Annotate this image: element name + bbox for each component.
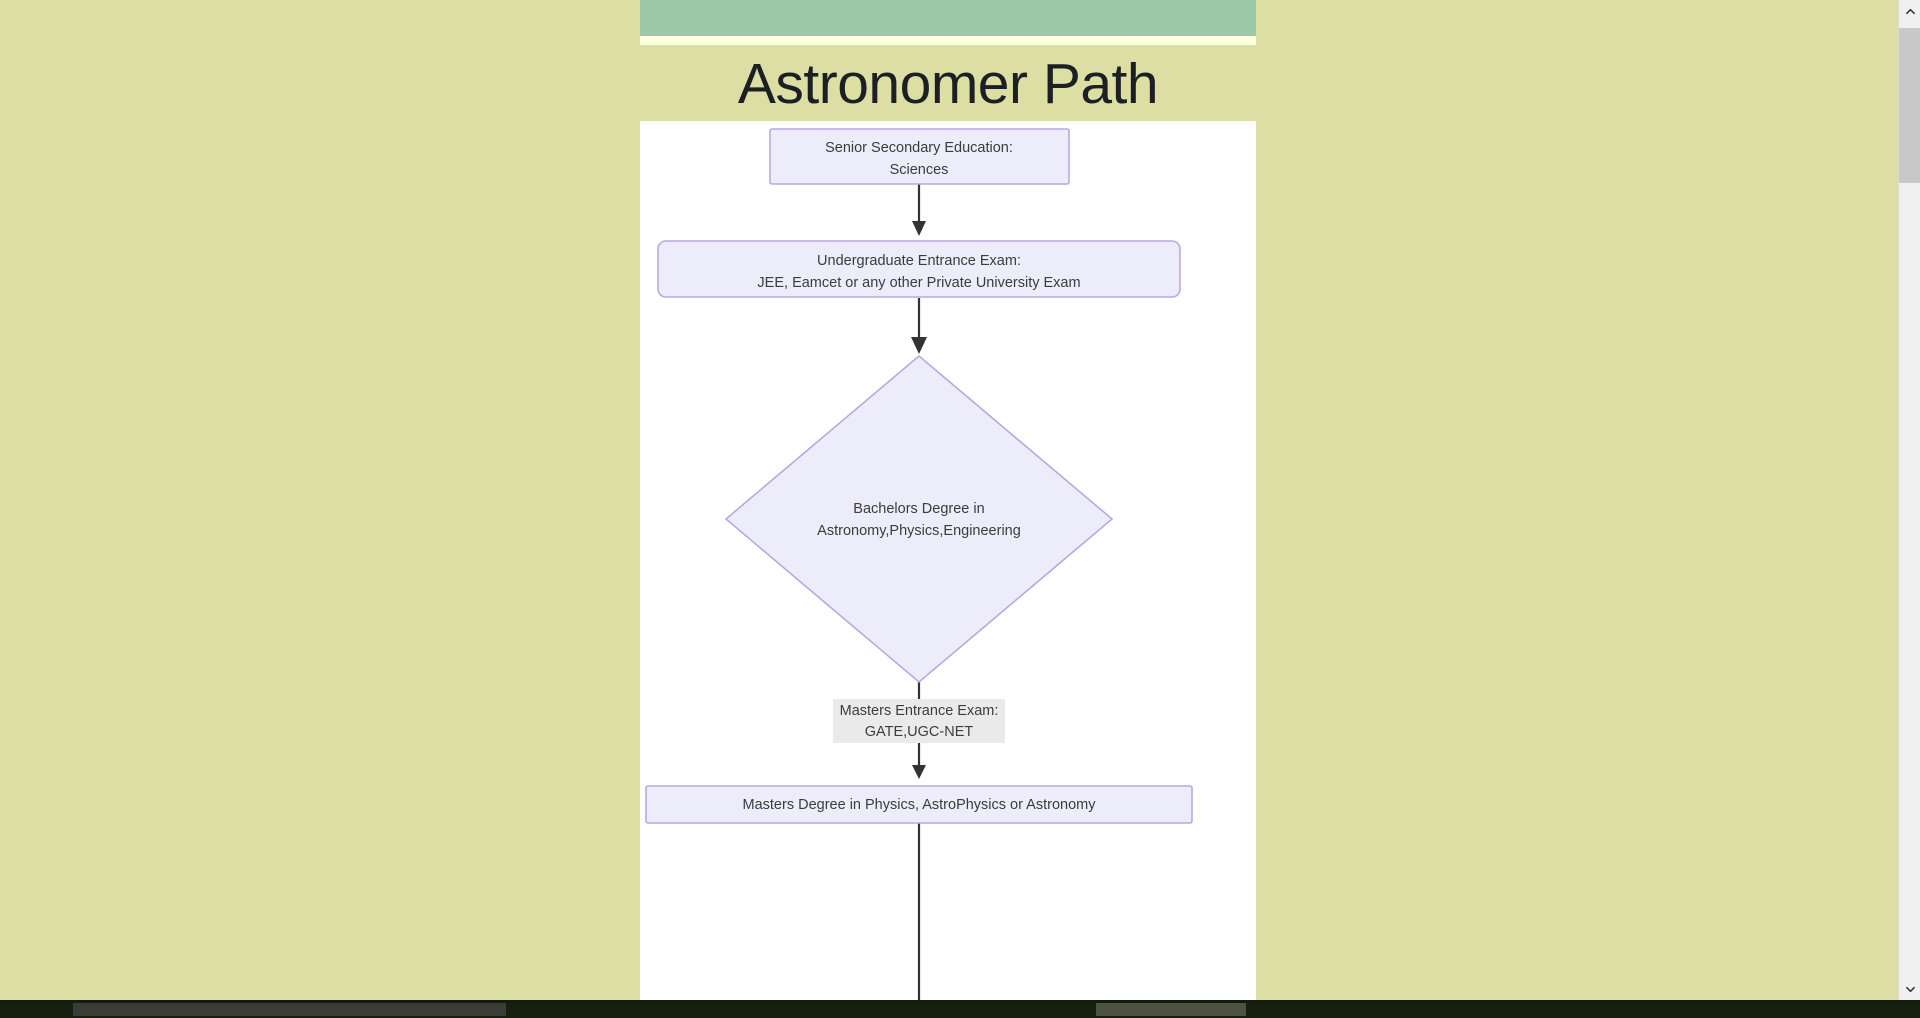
flowchart-canvas: Masters Entrance Exam: GATE,UGC-NET Seni… <box>640 121 1256 1000</box>
vertical-scrollbar-thumb[interactable] <box>1899 28 1920 183</box>
node-n1-line2: Sciences <box>890 162 949 178</box>
vertical-scrollbar[interactable] <box>1898 0 1920 1000</box>
document-column: Astronomer Path <box>640 0 1256 1000</box>
node-n3-line1: Bachelors Degree in <box>853 501 984 517</box>
horizontal-scrollbar-thumb-secondary[interactable] <box>1096 1003 1246 1016</box>
node-n4-line1: Masters Degree in Physics, AstroPhysics … <box>743 797 1097 813</box>
node-n1-line1: Senior Secondary Education: <box>825 140 1013 156</box>
edge-n2-n3 <box>911 298 927 354</box>
node-bachelors-degree[interactable]: Bachelors Degree in Astronomy,Physics,En… <box>724 354 1114 684</box>
node-masters-degree[interactable]: Masters Degree in Physics, AstroPhysics … <box>645 785 1193 824</box>
edge-label-line2: GATE,UGC-NET <box>865 724 974 740</box>
edge-label-line1: Masters Entrance Exam: <box>840 703 999 719</box>
node-undergraduate-entrance-exam[interactable]: Undergraduate Entrance Exam: JEE, Eamcet… <box>657 240 1181 298</box>
horizontal-scrollbar-thumb[interactable] <box>73 1003 506 1016</box>
page-title: Astronomer Path <box>737 52 1159 116</box>
header-cream-strip <box>640 36 1256 45</box>
edge-n3-n4: Masters Entrance Exam: GATE,UGC-NET <box>833 682 1005 779</box>
node-n2-line2: JEE, Eamcet or any other Private Univers… <box>757 275 1080 291</box>
page-viewport: Astronomer Path <box>640 0 1256 1000</box>
node-n2-line1: Undergraduate Entrance Exam: <box>817 253 1021 269</box>
node-n3-line2: Astronomy,Physics,Engineering <box>817 523 1021 539</box>
scroll-down-button[interactable] <box>1899 978 1920 1000</box>
chevron-down-icon <box>1905 986 1915 992</box>
bottom-bar <box>0 1000 1920 1018</box>
flowchart-svg: Masters Entrance Exam: GATE,UGC-NET Seni… <box>645 128 1193 1000</box>
chevron-up-icon <box>1905 8 1915 14</box>
header-green-band <box>640 0 1256 36</box>
edge-n1-n2 <box>912 182 926 236</box>
scroll-up-button[interactable] <box>1899 0 1920 22</box>
node-senior-secondary-education[interactable]: Senior Secondary Education: Sciences <box>769 128 1070 185</box>
